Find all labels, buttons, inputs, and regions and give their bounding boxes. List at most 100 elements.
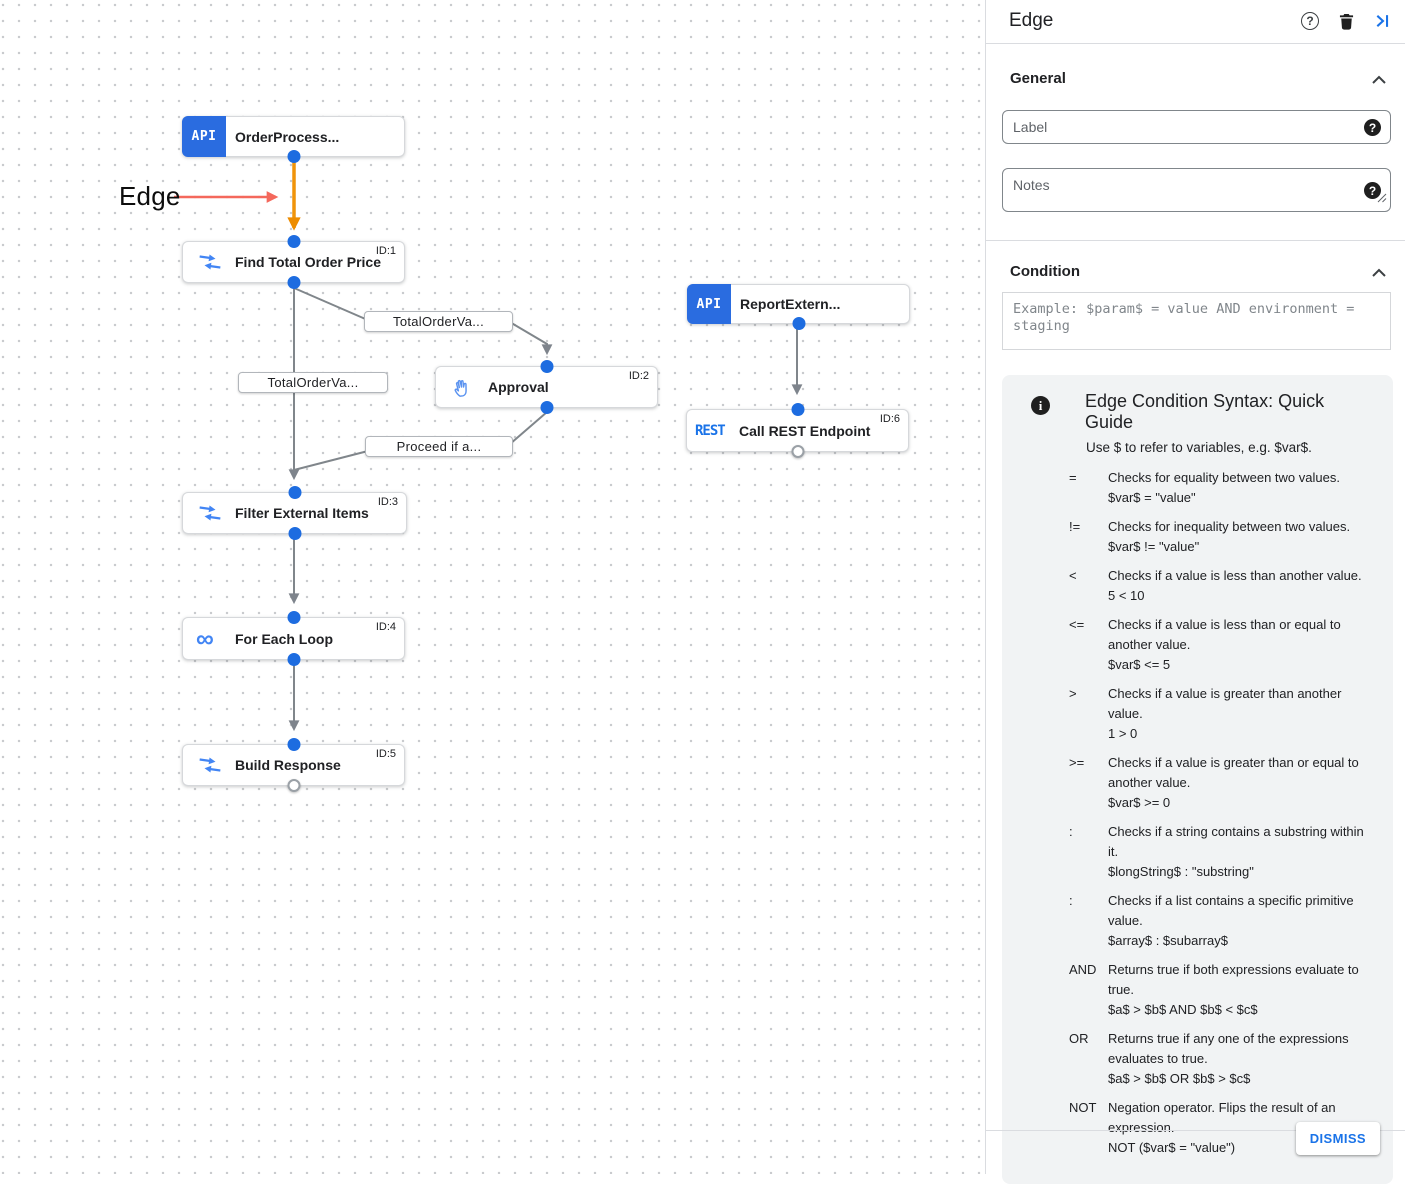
- top-port[interactable]: [287, 611, 300, 624]
- data-mapping-icon: [197, 755, 223, 775]
- collapse-general-icon[interactable]: [1371, 72, 1387, 90]
- edge-condition-label[interactable]: Proceed if a...: [365, 436, 513, 457]
- for-each-loop-icon: ∞: [196, 624, 214, 653]
- guide-operator: NOT: [1069, 1100, 1097, 1115]
- guide-description: Checks if a value is greater than or equ…: [1108, 755, 1359, 790]
- notes-field-wrap: ?: [1002, 168, 1391, 212]
- node-label: Find Total Order Price: [235, 254, 381, 270]
- node-for-each-loop[interactable]: ∞ For Each Loop ID:4: [182, 611, 405, 666]
- node-id-badge: ID:4: [375, 621, 396, 633]
- bottom-port[interactable]: [287, 653, 300, 666]
- bottom-port[interactable]: [540, 401, 553, 414]
- data-mapping-icon: [197, 503, 223, 523]
- guide-description: Checks if a value is greater than anothe…: [1108, 686, 1342, 721]
- node-report-extern[interactable]: API ReportExtern...: [687, 284, 910, 330]
- guide-example: NOT ($var$ = "value"): [1108, 1140, 1236, 1155]
- label-input[interactable]: [1003, 111, 1390, 143]
- guide-row: NOT Negation operator. Flips the result o…: [1069, 1098, 1377, 1158]
- edge-connector[interactable]: [507, 320, 553, 356]
- top-port[interactable]: [791, 403, 804, 416]
- guide-operator: >: [1069, 686, 1077, 701]
- guide-description: Negation operator. Flips the result of a…: [1108, 1100, 1336, 1135]
- guide-operator: <=: [1069, 617, 1085, 632]
- node-call-rest-endpoint[interactable]: REST Call REST Endpoint ID:6: [686, 403, 909, 458]
- guide-example: $array$ : $subarray$: [1108, 933, 1228, 948]
- top-port[interactable]: [288, 486, 301, 499]
- guide-description: Checks if a list contains a specific pri…: [1108, 893, 1354, 928]
- guide-description: Checks if a value is less than another v…: [1108, 568, 1362, 583]
- guide-operator: =: [1069, 470, 1077, 485]
- node-label: Call REST Endpoint: [739, 422, 871, 439]
- node-label: Filter External Items: [235, 505, 369, 521]
- guide-example: $a$ > $b$ OR $b$ > $c$: [1108, 1071, 1251, 1086]
- label-help-icon[interactable]: ?: [1364, 119, 1381, 136]
- bottom-port[interactable]: [287, 150, 300, 163]
- bottom-port[interactable]: [791, 445, 804, 458]
- guide-operator: :: [1069, 893, 1073, 908]
- bottom-port[interactable]: [287, 276, 300, 289]
- notes-help-icon[interactable]: ?: [1364, 182, 1381, 199]
- guide-description: Returns true if both expressions evaluat…: [1108, 962, 1359, 997]
- guide-example: 5 < 10: [1108, 588, 1145, 603]
- notes-input[interactable]: [1003, 169, 1390, 211]
- guide-subtitle: Use $ to refer to variables, e.g. $var$.: [1086, 440, 1312, 455]
- collapse-panel-icon[interactable]: [1374, 13, 1391, 29]
- guide-row: < Checks if a value is less than another …: [1069, 566, 1377, 606]
- help-icon[interactable]: ?: [1301, 12, 1319, 30]
- guide-example: $var$ != "value": [1108, 539, 1200, 554]
- node-label: Approval: [488, 379, 549, 395]
- condition-field-wrap: [1002, 292, 1391, 350]
- guide-row: =Checks for equality between two values.…: [1069, 468, 1377, 508]
- node-id-badge: ID:6: [879, 413, 900, 425]
- workflow-canvas[interactable]: Edge TotalOrderVa...TotalOrderVa...Proce…: [0, 0, 985, 1174]
- bottom-port[interactable]: [792, 317, 805, 330]
- guide-description: Checks if a value is less than or equal …: [1108, 617, 1341, 652]
- collapse-condition-icon[interactable]: [1371, 265, 1387, 283]
- node-label: ReportExtern...: [740, 296, 841, 312]
- resize-handle-icon[interactable]: [1377, 190, 1387, 208]
- node-label: Build Response: [235, 757, 341, 773]
- node-label: OrderProcess...: [235, 128, 340, 145]
- guide-row: : Checks if a list contains a specific pr…: [1069, 891, 1377, 951]
- guide-example: $var$ >= 0: [1108, 795, 1171, 810]
- node-approval[interactable]: Approval ID:2: [435, 360, 658, 414]
- node-label: For Each Loop: [235, 630, 333, 647]
- guide-example: $longString$ : "substring": [1108, 864, 1254, 879]
- guide-operator: >=: [1069, 755, 1085, 770]
- dismiss-button[interactable]: DISMISS: [1295, 1122, 1380, 1155]
- guide-row: !=Checks for inequality between two valu…: [1069, 517, 1377, 557]
- guide-row: >= Checks if a value is greater than or e…: [1069, 753, 1377, 813]
- info-icon: i: [1031, 396, 1050, 415]
- label-field-wrap: ?: [1002, 110, 1391, 144]
- edge-condition-label[interactable]: TotalOrderVa...: [238, 372, 388, 393]
- bottom-port[interactable]: [288, 527, 301, 540]
- node-id-badge: ID:2: [628, 370, 649, 382]
- guide-operator: <: [1069, 568, 1077, 583]
- delete-icon[interactable]: [1339, 13, 1354, 30]
- top-port[interactable]: [540, 360, 553, 373]
- top-port[interactable]: [287, 235, 300, 248]
- data-mapping-icon: [197, 252, 223, 272]
- api-trigger-icon: API: [687, 284, 731, 324]
- guide-example: $var$ = "value": [1108, 490, 1196, 505]
- bottom-port[interactable]: [287, 779, 300, 792]
- guide-description: Checks if a string contains a substring …: [1108, 824, 1364, 859]
- guide-row: > Checks if a value is greater than anoth…: [1069, 684, 1377, 744]
- rest-icon: REST: [695, 422, 726, 439]
- edge-properties-panel: Edge ? General ? ?: [985, 0, 1405, 1184]
- condition-input[interactable]: [1003, 293, 1390, 349]
- edge-connector[interactable]: [293, 287, 371, 322]
- guide-operator: OR: [1069, 1031, 1089, 1046]
- condition-section-heading: Condition: [1010, 263, 1080, 280]
- guide-description: Checks for inequality between two values…: [1108, 519, 1351, 534]
- edge-connector[interactable]: [293, 450, 369, 471]
- edge-condition-label[interactable]: TotalOrderVa...: [364, 311, 513, 332]
- edge-connector[interactable]: [509, 411, 548, 445]
- top-port[interactable]: [287, 738, 300, 751]
- approval-hand-icon: [450, 376, 473, 399]
